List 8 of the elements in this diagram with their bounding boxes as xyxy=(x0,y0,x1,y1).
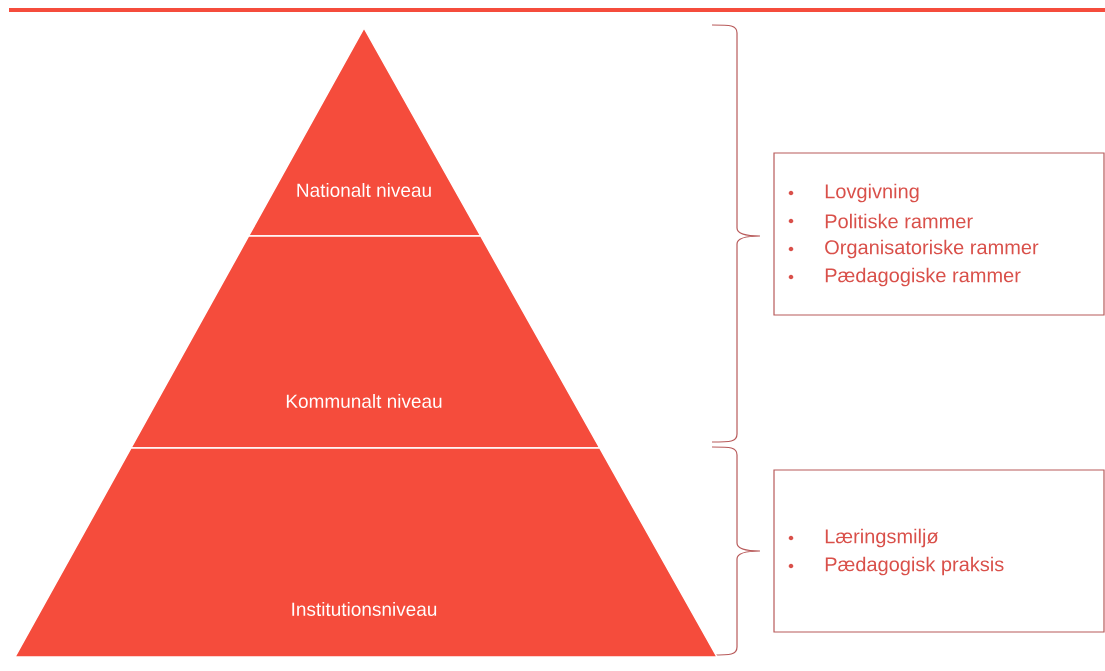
bullet-item: Pædagogisk praksis xyxy=(788,556,1004,576)
bullet-item: Organisatoriske rammer xyxy=(788,239,1039,259)
bullet-item: Pædagogiske rammer xyxy=(788,267,1021,287)
list-box xyxy=(773,469,1105,633)
bullet-item: Læringsmiljø xyxy=(788,528,939,548)
bullet-item: Lovgivning xyxy=(788,183,919,203)
bullet-item: Politiske rammer xyxy=(788,213,973,229)
list-box xyxy=(773,152,1105,316)
